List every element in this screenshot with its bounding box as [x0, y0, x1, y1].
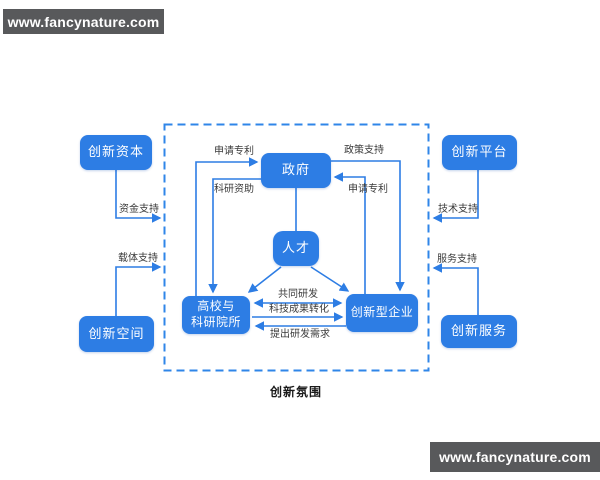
- edge-talent-universities: [247, 266, 282, 293]
- edge-policy-support: [331, 160, 405, 292]
- node-enterprises-label: 创新型企业: [350, 305, 414, 320]
- edge-label-policy-support: 政策支持: [344, 145, 384, 156]
- atmosphere-dashed-boundary: [163, 123, 430, 372]
- edge-apply-patent-left: [195, 157, 259, 296]
- edge-technical-support: [432, 170, 479, 223]
- node-talent-label: 人才: [281, 240, 310, 256]
- node-universities-label-line1: 高校与: [197, 299, 235, 314]
- edge-label-apply-patent-right: 申请专利: [348, 184, 388, 195]
- watermark-top-left: www.fancynature.com: [3, 9, 164, 34]
- node-innovation-platform-label: 创新平台: [451, 144, 508, 160]
- node-government: 政府: [261, 153, 331, 188]
- edge-talent-enterprises: [310, 266, 350, 292]
- node-innovation-service: 创新服务: [441, 315, 517, 348]
- edge-carrier-support: [115, 262, 162, 316]
- node-universities-label-line2: 科研院所: [190, 315, 241, 329]
- node-innovation-space-label: 创新空间: [88, 325, 145, 341]
- watermark-bottom-right: www.fancynature.com: [430, 442, 600, 472]
- node-innovation-platform: 创新平台: [442, 135, 517, 170]
- node-government-label: 政府: [281, 162, 310, 178]
- edge-label-carrier-support: 载体支持: [118, 253, 158, 264]
- edge-label-rnd-demand: 提出研发需求: [270, 329, 330, 340]
- node-innovation-capital-label: 创新资本: [87, 144, 144, 160]
- node-talent: 人才: [273, 231, 319, 266]
- edge-funding-support: [115, 170, 162, 223]
- edge-label-service-support: 服务支持: [437, 254, 477, 265]
- edge-research-funding: [208, 178, 261, 294]
- node-innovation-capital: 创新资本: [80, 135, 152, 170]
- atmosphere-boundary-label: 创新氛围: [269, 385, 323, 399]
- edge-label-research-funding: 科研资助: [214, 184, 254, 195]
- node-enterprises: 创新型企业: [346, 294, 418, 332]
- edge-service-support: [432, 263, 479, 315]
- edge-label-technical-support: 技术支持: [438, 204, 478, 215]
- edge-label-achievements-transfer: 科技成果转化: [269, 304, 329, 315]
- edge-label-joint-rnd: 共同研发: [278, 289, 318, 300]
- edge-label-apply-patent-left: 申请专利: [214, 146, 254, 157]
- edge-label-funding-support: 资金支持: [119, 204, 159, 215]
- node-innovation-service-label: 创新服务: [450, 323, 507, 339]
- edge-apply-patent-right: [333, 172, 366, 294]
- node-innovation-space: 创新空间: [79, 316, 154, 352]
- node-universities: 高校与 科研院所: [182, 296, 250, 334]
